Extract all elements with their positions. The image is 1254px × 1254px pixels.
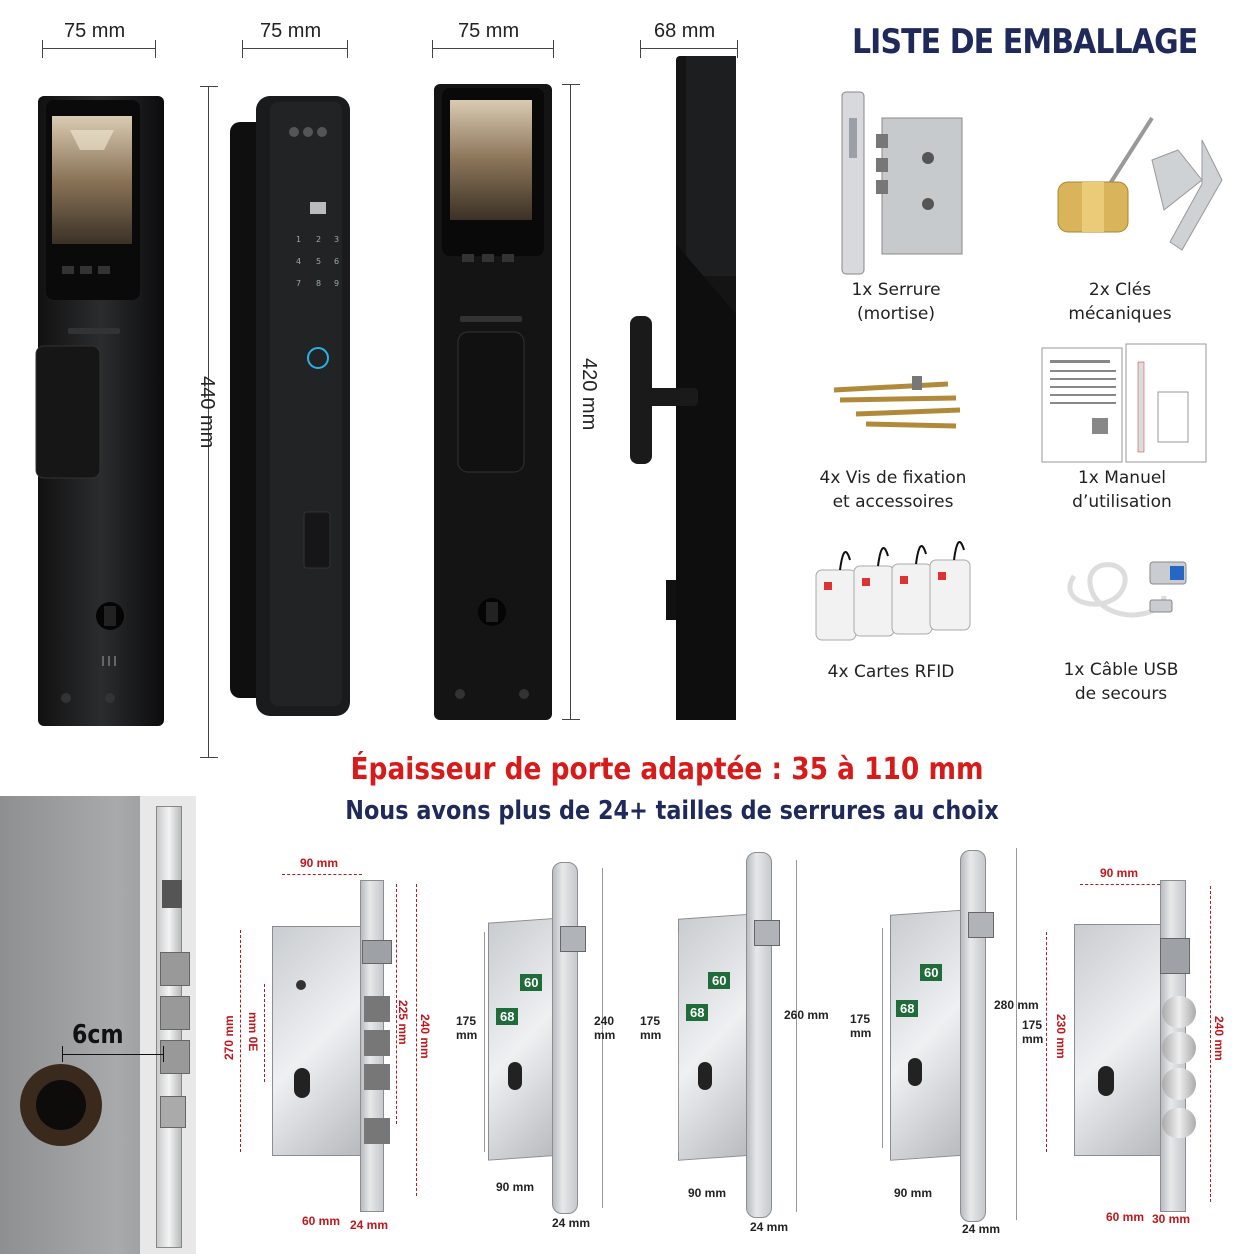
packing-item-1: 1x Serrure (mortise) bbox=[808, 278, 984, 326]
packing-list-title: LISTE DE EMBALLAGE bbox=[852, 22, 1198, 62]
user-manual-image bbox=[1041, 343, 1207, 463]
height-label-2: 420 mm bbox=[578, 358, 600, 431]
mortise-1-body bbox=[272, 926, 366, 1156]
svg-text:4: 4 bbox=[296, 257, 301, 266]
door-thickness-headline: Épaisseur de porte adaptée : 35 à 110 mm bbox=[350, 752, 984, 787]
m3-tag-2: 68 bbox=[686, 1004, 709, 1021]
packing-item-6-line2: de secours bbox=[1074, 684, 1168, 704]
m5-right-label: 240 mm bbox=[1212, 1016, 1226, 1061]
m1-left-label: 270 mm bbox=[222, 1015, 236, 1060]
svg-text:9: 9 bbox=[334, 279, 339, 288]
packing-item-2-line1: 2x Clés bbox=[1088, 280, 1152, 300]
packing-item-6: 1x Câble USB de secours bbox=[1032, 658, 1210, 706]
m4-bottom-label-1: 90 mm bbox=[894, 1186, 933, 1200]
m1-top-label: 90 mm bbox=[300, 856, 339, 870]
rfid-cards-image bbox=[815, 541, 971, 641]
mortise-2-faceplate bbox=[552, 862, 578, 1214]
m3-left-unit: mm bbox=[640, 1028, 662, 1042]
m3-bottom-label-2: 24 mm bbox=[750, 1220, 789, 1234]
svg-text:5: 5 bbox=[316, 257, 321, 266]
svg-text:6: 6 bbox=[334, 257, 339, 266]
packing-item-3-line1: 4x Vis de fixation bbox=[819, 468, 967, 488]
mortise-5-body bbox=[1074, 924, 1166, 1156]
m5-bottom-label-1: 60 mm bbox=[1106, 1210, 1145, 1224]
width-label-4: 68 mm bbox=[654, 20, 716, 42]
lock-sizes-headline: Nous avons plus de 24+ tailles de serrur… bbox=[345, 796, 999, 826]
m2-bottom-label-1: 90 mm bbox=[496, 1180, 535, 1194]
m4-left-unit: mm bbox=[850, 1026, 872, 1040]
m5-bottom-label-2: 30 mm bbox=[1152, 1212, 1191, 1226]
m3-tag-1: 60 bbox=[708, 972, 731, 989]
width-label-3: 75 mm bbox=[458, 20, 520, 42]
m4-bottom-label-2: 24 mm bbox=[962, 1222, 1001, 1236]
m4-left-label: 175 bbox=[850, 1012, 871, 1026]
packing-item-6-line1: 1x Câble USB bbox=[1063, 660, 1179, 680]
packing-item-4-line2: d’utilisation bbox=[1072, 492, 1172, 512]
packing-item-4-line1: 1x Manuel bbox=[1077, 468, 1167, 488]
width-label-2: 75 mm bbox=[260, 20, 322, 42]
m4-right-label-2: 175 bbox=[1022, 1018, 1043, 1032]
m1-right-label-1: 225 mm bbox=[396, 1000, 410, 1045]
svg-text:8: 8 bbox=[316, 279, 321, 288]
mortise-4-body bbox=[890, 909, 970, 1161]
height-line-1 bbox=[208, 86, 209, 758]
mortise-lock-image bbox=[841, 91, 963, 275]
m4-tag-1: 60 bbox=[920, 964, 943, 981]
smart-lock-angled-view: 1 2 3 4 5 6 7 8 9 bbox=[230, 96, 350, 716]
mortise-3-faceplate bbox=[746, 852, 772, 1218]
packing-item-3: 4x Vis de fixation et accessoires bbox=[800, 466, 986, 514]
packing-item-3-line2: et accessoires bbox=[832, 492, 954, 512]
m2-right-label: 240 bbox=[594, 1014, 615, 1028]
m2-bottom-label-2: 24 mm bbox=[552, 1216, 591, 1230]
svg-text:2: 2 bbox=[316, 235, 321, 244]
svg-text:3: 3 bbox=[334, 235, 339, 244]
width-label-1: 75 mm bbox=[64, 20, 126, 42]
packing-item-1-line1: 1x Serrure bbox=[851, 280, 941, 300]
m5-top-label: 90 mm bbox=[1100, 866, 1139, 880]
usb-cable-image bbox=[1067, 561, 1187, 618]
m3-left-label: 175 bbox=[640, 1014, 661, 1028]
smart-lock-back-view bbox=[434, 84, 552, 720]
m4-right-label-1: 280 mm bbox=[994, 998, 1039, 1012]
smart-lock-side-view bbox=[630, 56, 736, 720]
m3-bottom-label-1: 90 mm bbox=[688, 1186, 727, 1200]
m1-mid-label: mm 0E bbox=[246, 1012, 260, 1052]
smart-lock-front-view bbox=[35, 96, 164, 726]
packing-item-1-line2: (mortise) bbox=[857, 304, 935, 324]
m2-left-label: 175 bbox=[456, 1014, 477, 1028]
m1-bottom-label-1: 60 mm bbox=[302, 1214, 341, 1228]
m4-tag-2: 68 bbox=[896, 1000, 919, 1017]
m1-bottom-label-2: 24 mm bbox=[350, 1218, 389, 1232]
packing-item-5: 4x Cartes RFID bbox=[804, 660, 978, 684]
mortise-4-faceplate bbox=[960, 850, 986, 1222]
packing-item-2-line2: mécaniques bbox=[1068, 304, 1172, 324]
svg-text:7: 7 bbox=[296, 279, 301, 288]
height-line-2 bbox=[570, 84, 571, 720]
m4-right-unit: mm bbox=[1022, 1032, 1044, 1046]
packing-item-2: 2x Clés mécaniques bbox=[1030, 278, 1210, 326]
m2-right-unit: mm bbox=[594, 1028, 616, 1042]
m3-right-label: 260 mm bbox=[784, 1008, 829, 1022]
m2-tag-1: 60 bbox=[520, 974, 543, 991]
screws-image bbox=[833, 376, 961, 429]
m2-left-unit: mm bbox=[456, 1028, 478, 1042]
m1-right-label-2: 240 mm bbox=[418, 1014, 432, 1059]
m5-left-label: 230 mm bbox=[1054, 1014, 1068, 1059]
svg-text:1: 1 bbox=[296, 235, 301, 244]
mechanical-keys-image bbox=[1057, 116, 1223, 251]
packing-item-5-line1: 4x Cartes RFID bbox=[827, 662, 955, 682]
m2-tag-2: 68 bbox=[496, 1008, 519, 1025]
height-label-1: 440 mm bbox=[196, 376, 218, 449]
dimension-line bbox=[42, 48, 156, 49]
backset-label: 6cm bbox=[72, 1020, 124, 1050]
packing-item-4: 1x Manuel d’utilisation bbox=[1032, 466, 1212, 514]
